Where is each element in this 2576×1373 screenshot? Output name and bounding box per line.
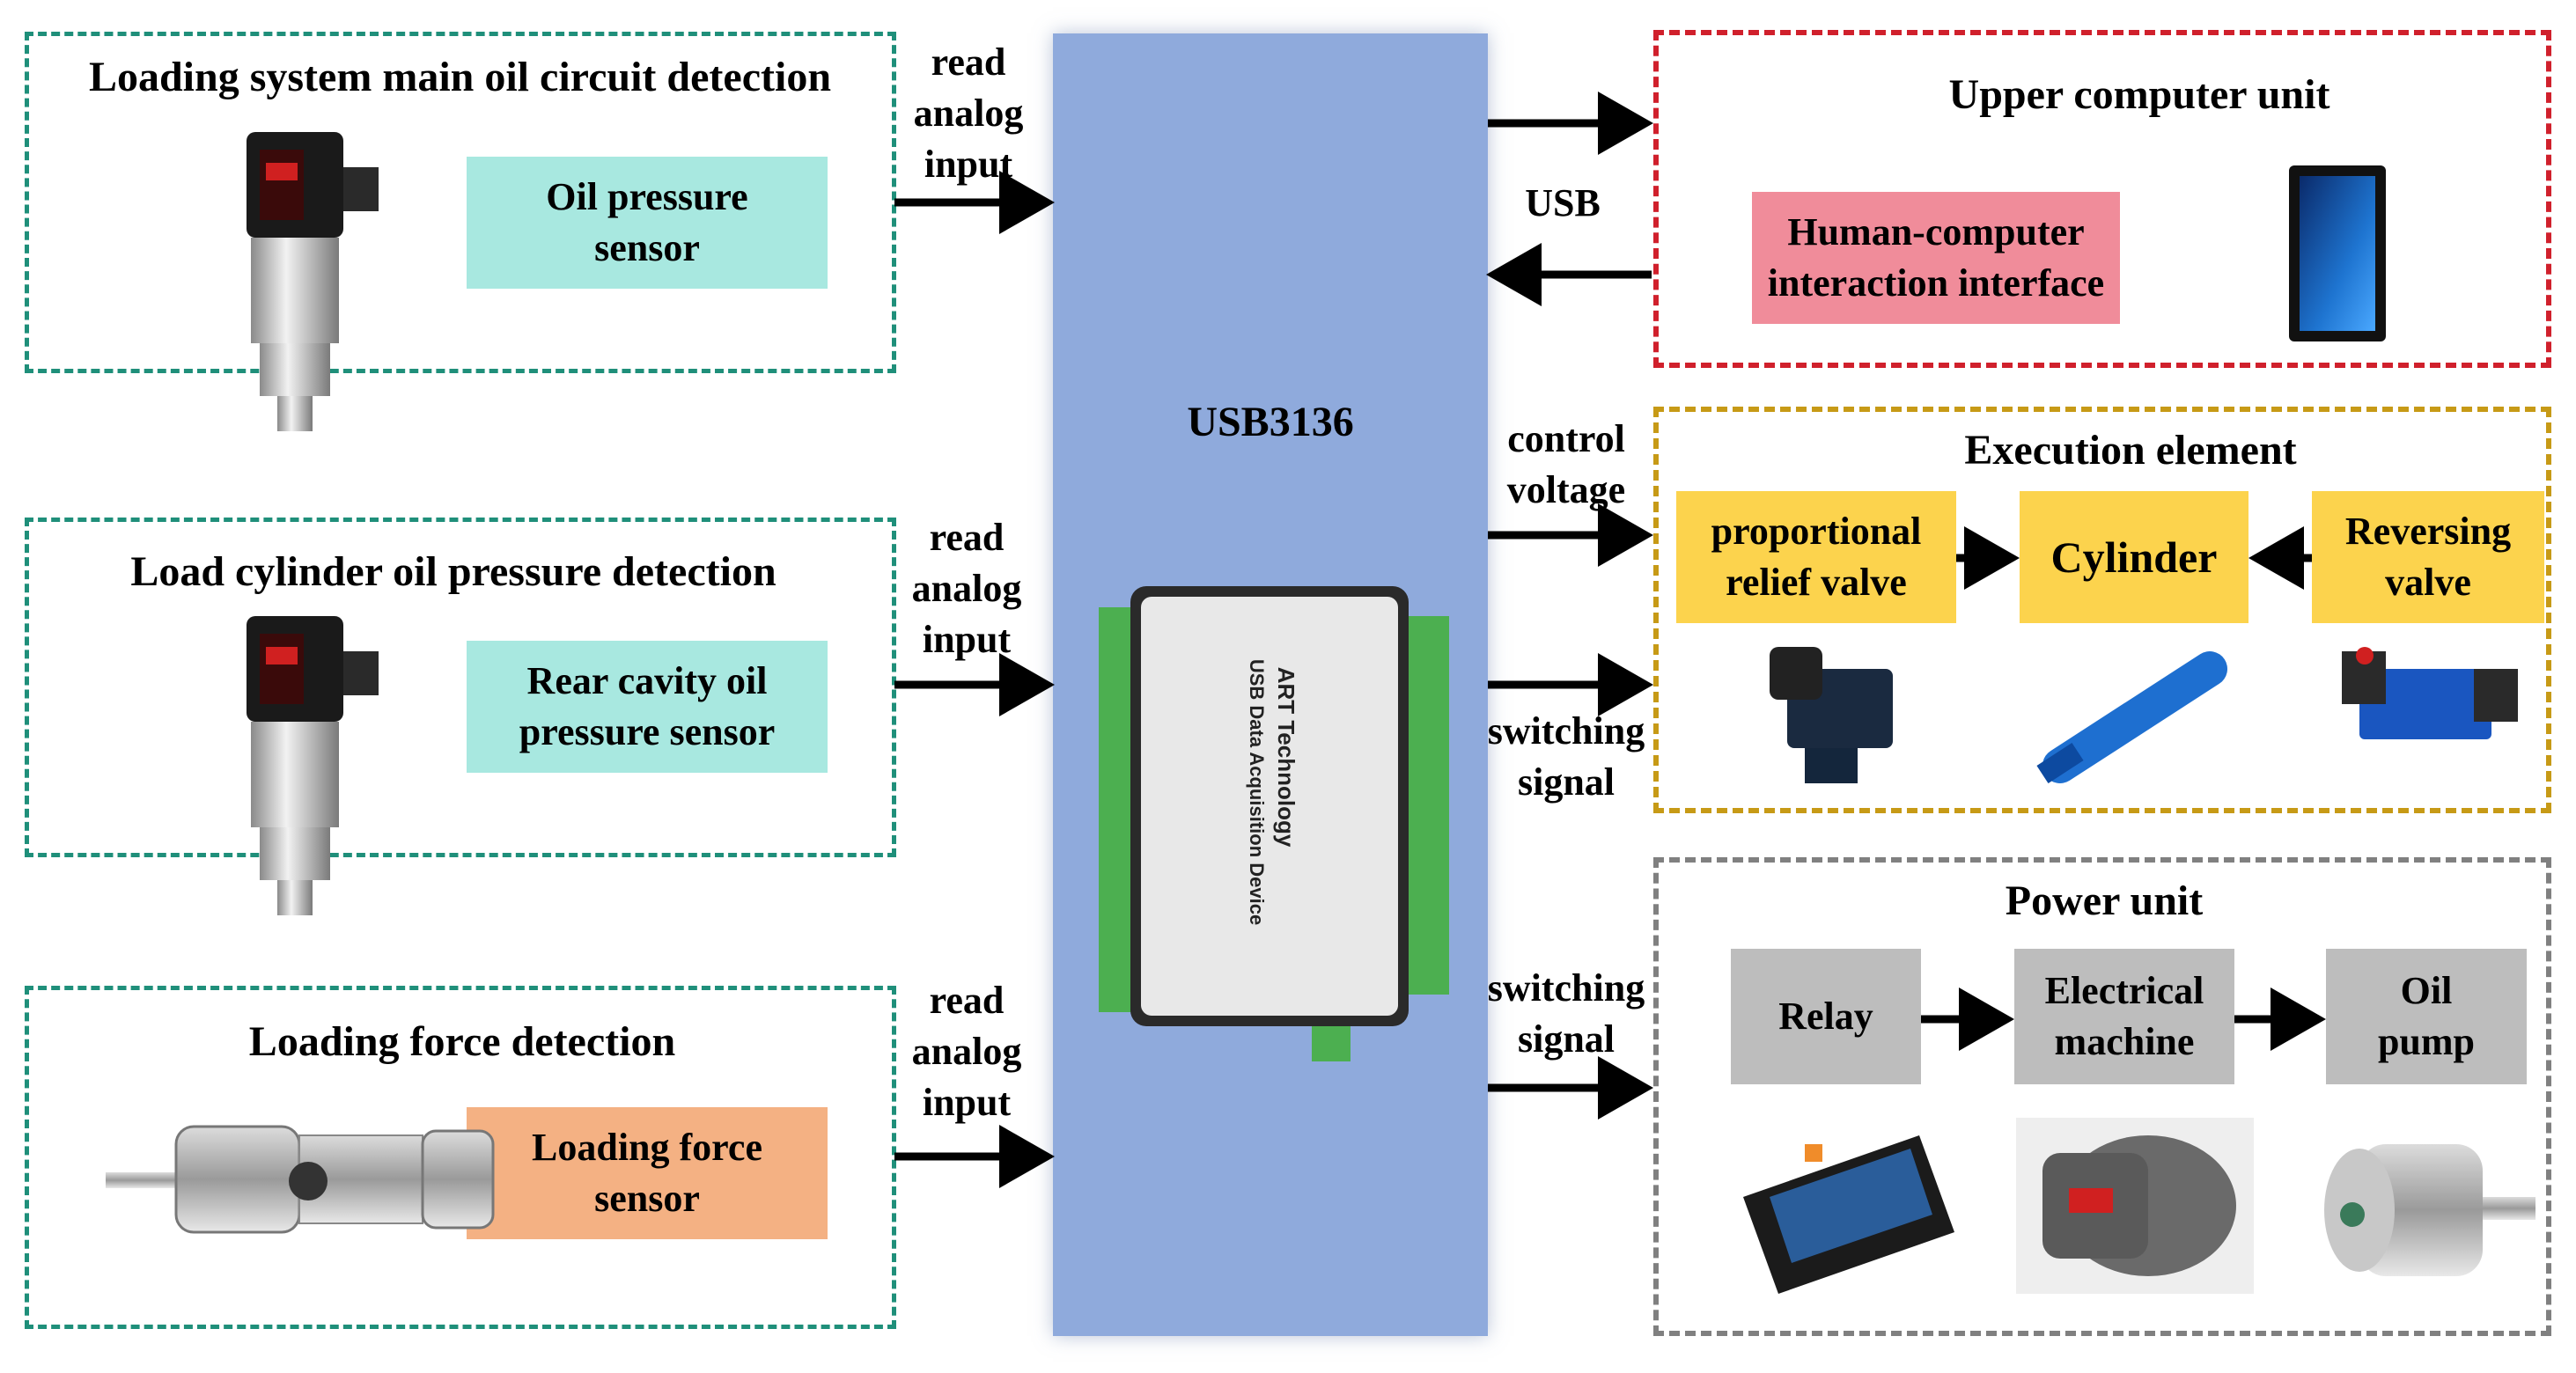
load-cylinder-title: Load cylinder oil pressure detection: [130, 548, 776, 595]
device-brand-text: ART Technology: [1273, 667, 1299, 848]
power-unit-title: Power unit: [2005, 877, 2204, 924]
daq-device-icon: ART Technology USB Data Acquisition Devi…: [1099, 586, 1449, 1061]
read-analog-label-2: read analog input: [911, 516, 1022, 661]
load-cylinder-group: [25, 518, 896, 857]
main-oil-title: Loading system main oil circuit detectio…: [88, 54, 832, 100]
upper-computer-group: [1653, 30, 2551, 368]
execution-group: [1653, 407, 2551, 813]
usb-label: USB: [1525, 181, 1601, 224]
execution-title: Execution element: [1964, 427, 2297, 474]
solenoid-valve-icon: [1770, 647, 1893, 783]
power-unit-group: [1653, 857, 2551, 1336]
usb3136-title: USB3136: [1187, 399, 1354, 445]
force-title: Loading force detection: [248, 1018, 676, 1065]
relay-board-icon: [1743, 1135, 1954, 1294]
rear-cavity-sensor-box: Rear cavity oil pressure sensor: [467, 641, 828, 773]
switching-signal-label-1: switching signal: [1487, 709, 1645, 804]
pressure-transmitter-icon: [247, 616, 379, 915]
device-desc-text: USB Data Acquisition Device: [1246, 659, 1268, 925]
directional-valve-icon: [2342, 647, 2518, 739]
force-group: [25, 986, 896, 1329]
read-analog-label-1: read analog input: [913, 40, 1024, 186]
hci-box: Human-computer interaction interface: [1752, 192, 2120, 324]
touchscreen-monitor-icon: [2289, 165, 2386, 341]
read-analog-label-3: read analog input: [911, 979, 1022, 1124]
switching-signal-label-2: switching signal: [1487, 966, 1645, 1061]
oil-pump-box: Oil pump: [2326, 949, 2527, 1084]
reversing-valve-box: Reversing valve: [2312, 491, 2544, 623]
main-oil-group: [25, 32, 896, 373]
electrical-machine-box: Electrical machine: [2014, 949, 2234, 1084]
load-cell-icon: [106, 1125, 495, 1234]
relay-box: Relay: [1731, 949, 1921, 1084]
cylinder-box: Cylinder: [2020, 491, 2248, 623]
pressure-transmitter-icon: [247, 132, 379, 431]
hydraulic-cylinder-icon: [2036, 651, 2227, 784]
loading-force-sensor-box: Loading force sensor: [467, 1107, 828, 1239]
oil-pressure-sensor-box: Oil pressure sensor: [467, 157, 828, 289]
gear-pump-icon: [2324, 1144, 2536, 1276]
upper-computer-title: Upper computer unit: [1948, 71, 2330, 118]
proportional-relief-valve-box: proportional relief valve: [1676, 491, 1956, 623]
electric-motor-icon: [2016, 1118, 2254, 1294]
